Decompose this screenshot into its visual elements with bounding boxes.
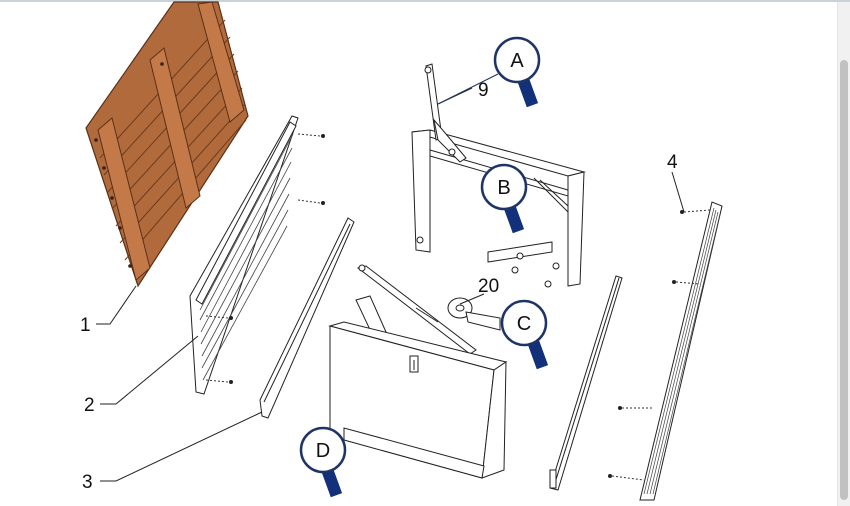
callout-D: D bbox=[299, 426, 347, 498]
part-2-side-panel bbox=[189, 115, 325, 395]
callout-C-letter: C bbox=[517, 313, 531, 335]
part-20-roller bbox=[447, 297, 501, 331]
callout-A-letter: A bbox=[510, 50, 524, 72]
part-label-1: 1 bbox=[80, 315, 91, 336]
part-9-gas-strut bbox=[424, 63, 467, 163]
vertical-scrollbar[interactable] bbox=[837, 2, 850, 506]
part-numbers: 1 2 3 4 9 20 bbox=[80, 80, 678, 493]
callout-B-letter: B bbox=[497, 177, 510, 199]
callout-B: B bbox=[480, 163, 528, 234]
callout-C: C bbox=[500, 299, 549, 370]
part-1-lid-panel bbox=[85, 1, 249, 288]
part-3-rail bbox=[259, 217, 355, 419]
part-label-9: 9 bbox=[478, 80, 489, 101]
front-door-panel bbox=[328, 321, 508, 479]
top-border bbox=[0, 0, 850, 2]
part-4-side-panel bbox=[608, 201, 723, 501]
scrollbar-thumb[interactable] bbox=[840, 60, 848, 500]
lid-support-strut bbox=[355, 264, 477, 355]
side-rail-right bbox=[549, 275, 623, 491]
callout-A: A bbox=[437, 36, 541, 108]
part-label-2: 2 bbox=[84, 395, 95, 416]
part-label-20: 20 bbox=[478, 276, 499, 297]
callout-D-letter: D bbox=[316, 440, 330, 462]
part-label-4: 4 bbox=[667, 152, 678, 173]
part-label-3: 3 bbox=[82, 472, 93, 493]
